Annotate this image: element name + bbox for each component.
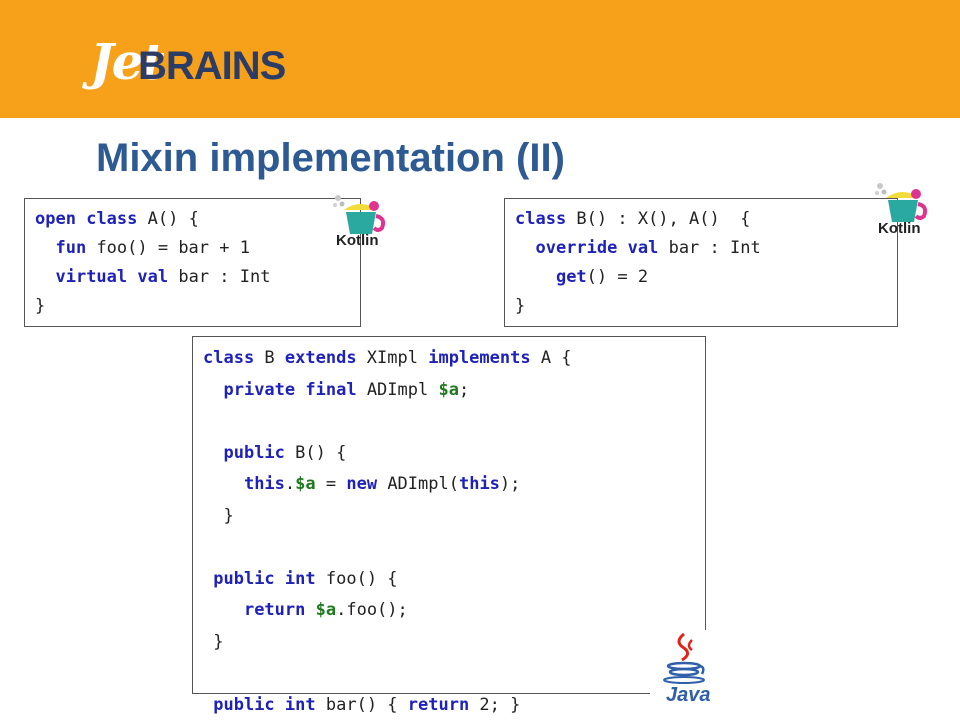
- code-block: class B() : X(), A() { override val bar …: [515, 205, 897, 321]
- code-text: B() : X(), A() {: [566, 209, 751, 229]
- code-text: [617, 238, 627, 258]
- code-text: [275, 695, 285, 715]
- logo-text: BRAINS: [138, 44, 286, 88]
- code-keyword: return: [243, 600, 306, 620]
- code-keyword: class: [515, 209, 567, 229]
- java-logo-icon: Java: [650, 630, 720, 712]
- code-text: bar : Int: [168, 267, 271, 287]
- code-text: =: [315, 474, 347, 494]
- code-text: foo() = bar + 1: [86, 238, 250, 258]
- code-block: open class A() { fun foo() = bar + 1 vir…: [35, 205, 360, 321]
- code-text: [35, 267, 55, 287]
- code-text: }: [203, 631, 224, 652]
- code-text: }: [35, 296, 46, 316]
- code-field: $a: [295, 474, 316, 494]
- kotlin-logo-icon: Kotlin: [872, 180, 932, 242]
- code-block: class B extends XImpl implements A { pri…: [203, 343, 705, 721]
- code-keyword: public: [213, 568, 275, 589]
- code-keyword: public: [213, 694, 275, 715]
- code-text: B: [254, 348, 285, 368]
- code-text: A() {: [137, 209, 199, 229]
- code-keyword: public: [223, 442, 285, 463]
- code-keyword: get: [555, 267, 587, 287]
- code-text: ADImpl: [356, 379, 439, 400]
- kotlin-label: Kotlin: [336, 232, 379, 249]
- code-text: [203, 600, 244, 620]
- code-keyword: override: [535, 238, 618, 258]
- code-field: $a: [315, 600, 337, 620]
- code-keyword: implements: [428, 348, 531, 368]
- kotlin-label: Kotlin: [878, 220, 921, 237]
- code-text: [275, 569, 285, 589]
- code-text: [35, 238, 55, 258]
- code-text: B() {: [284, 442, 347, 463]
- code-text: [203, 443, 223, 463]
- code-keyword: new: [346, 474, 378, 494]
- code-text: 2; }: [469, 694, 521, 715]
- logo-prefix: Jet: [90, 32, 165, 91]
- code-text: [295, 380, 305, 400]
- jetbrains-logo: Jet BRAINS: [90, 30, 286, 100]
- java-class-b-code: class B extends XImpl implements A { pri…: [192, 336, 706, 715]
- code-keyword: class: [86, 209, 138, 229]
- code-text: A {: [530, 348, 572, 368]
- kotlin-class-a-code: open class A() { fun foo() = bar + 1 vir…: [24, 198, 361, 327]
- code-text: [515, 267, 556, 287]
- code-text: [305, 600, 315, 620]
- code-text: }: [203, 505, 234, 526]
- code-keyword: final: [305, 379, 357, 400]
- code-text: .: [284, 474, 296, 494]
- kotlin-logo-icon: Kotlin: [330, 192, 390, 254]
- code-text: [203, 474, 244, 494]
- code-text: );: [499, 474, 521, 494]
- code-text: [203, 695, 213, 715]
- code-text: [76, 209, 86, 229]
- code-keyword: val: [137, 267, 169, 287]
- kotlin-class-b-code: class B() : X(), A() { override val bar …: [504, 198, 898, 327]
- slide-title: Mixin implementation (II): [96, 136, 565, 180]
- code-keyword: int: [284, 568, 316, 589]
- code-text: bar() {: [315, 694, 408, 715]
- code-text: [203, 380, 223, 400]
- code-text: [127, 267, 137, 287]
- code-text: bar : Int: [658, 238, 761, 258]
- code-field: $a: [438, 379, 459, 400]
- java-label: Java: [666, 684, 711, 706]
- code-text: ;: [458, 379, 470, 400]
- code-text: foo() {: [315, 568, 398, 589]
- code-keyword: extends: [284, 348, 357, 368]
- code-keyword: this: [458, 474, 500, 494]
- header-bar: Jet BRAINS: [0, 0, 960, 118]
- code-text: }: [515, 296, 526, 316]
- code-keyword: return: [407, 694, 470, 715]
- code-keyword: open: [35, 209, 76, 229]
- code-text: [515, 238, 535, 258]
- code-keyword: int: [284, 694, 316, 715]
- code-text: [203, 569, 213, 589]
- code-keyword: virtual: [55, 267, 128, 287]
- code-text: .foo();: [336, 600, 408, 620]
- code-keyword: val: [627, 238, 659, 258]
- code-keyword: fun: [55, 238, 87, 258]
- code-keyword: private: [223, 379, 296, 400]
- code-text: ADImpl(: [377, 474, 459, 494]
- code-keyword: class: [203, 348, 255, 368]
- code-keyword: this: [243, 474, 285, 494]
- code-text: () = 2: [586, 267, 649, 287]
- code-text: XImpl: [356, 348, 429, 368]
